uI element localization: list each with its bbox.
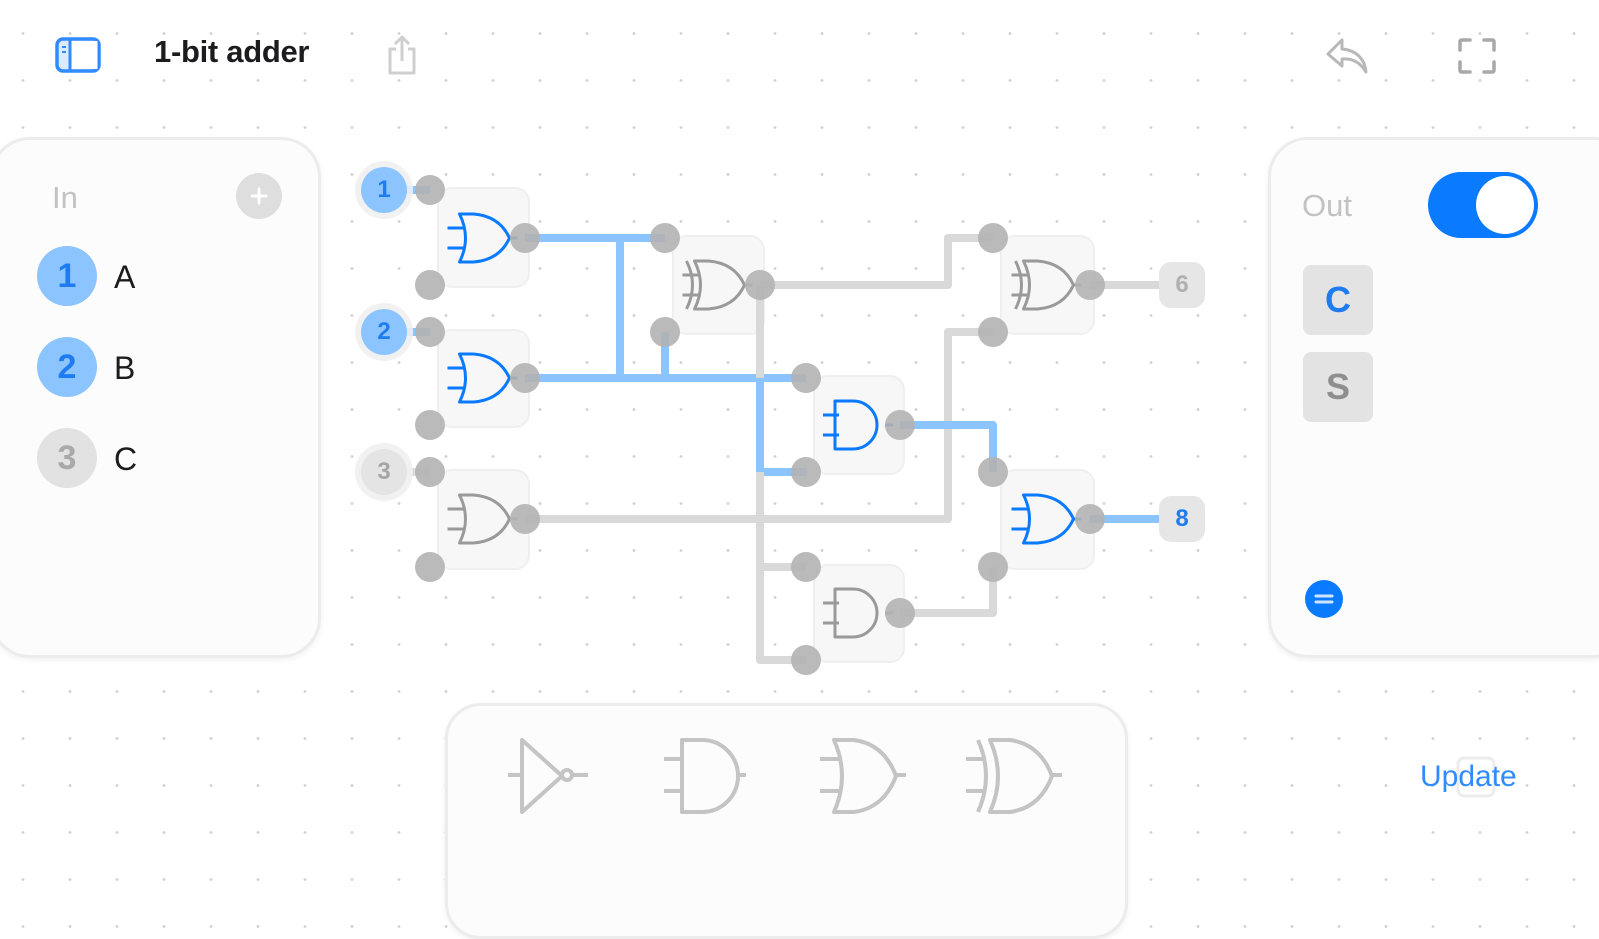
gate-pin[interactable] — [510, 223, 540, 253]
update-button[interactable]: Update — [1420, 760, 1517, 793]
gate-pin[interactable] — [791, 363, 821, 393]
gate-pin[interactable] — [978, 457, 1008, 487]
add-input-button[interactable] — [236, 173, 282, 219]
gate-pin[interactable] — [1075, 504, 1105, 534]
gate-pin[interactable] — [978, 317, 1008, 347]
equals-circle-icon — [1314, 594, 1334, 604]
active-wire — [900, 421, 997, 472]
sidebar-toggle-button[interactable] — [54, 36, 102, 74]
sidebar-toggle-icon — [55, 37, 101, 73]
gate-pin[interactable] — [885, 410, 915, 440]
gate-xor-icon — [1011, 259, 1082, 311]
gate-pin[interactable] — [415, 175, 445, 205]
gate-pin[interactable] — [791, 645, 821, 675]
gate-pin[interactable] — [510, 363, 540, 393]
circuit-canvas[interactable] — [0, 0, 1599, 900]
circuit-input-node-2[interactable]: 2 — [361, 309, 407, 355]
gate-pin[interactable] — [415, 457, 445, 487]
circuit-input-node-1[interactable]: 1 — [361, 167, 407, 213]
circuit-output-node-carry[interactable]: 8 — [1159, 496, 1205, 542]
gate-pin[interactable] — [745, 270, 775, 300]
outputs-panel-title: Out — [1302, 188, 1352, 223]
palette-not-gate-icon[interactable] — [508, 738, 588, 814]
outputs-toggle[interactable] — [1428, 172, 1538, 238]
gate-pin[interactable] — [978, 223, 1008, 253]
document-title[interactable]: 1-bit adder — [154, 34, 310, 69]
outputs-menu-button[interactable] — [1305, 580, 1343, 618]
fullscreen-button[interactable] — [1456, 36, 1498, 76]
inactive-wire — [756, 472, 806, 664]
gate-pin[interactable] — [510, 504, 540, 534]
gate-pin[interactable] — [650, 317, 680, 347]
gate-pin[interactable] — [885, 598, 915, 628]
output-tile-s[interactable]: S — [1303, 352, 1373, 422]
inputs-panel-title: In — [52, 180, 78, 215]
gate-pin[interactable] — [1075, 270, 1105, 300]
gate-pin[interactable] — [978, 552, 1008, 582]
input-label-b[interactable]: B — [114, 350, 136, 386]
chip-icon — [1450, 748, 1502, 806]
share-icon — [388, 35, 416, 75]
gate-xor-icon — [682, 259, 753, 311]
gate-pin[interactable] — [415, 410, 445, 440]
output-tile-c[interactable]: C — [1303, 265, 1373, 335]
circuit-output-node-sum[interactable]: 6 — [1159, 262, 1205, 308]
plus-icon — [250, 187, 268, 205]
gate-pin[interactable] — [415, 270, 445, 300]
input-badge-2[interactable]: 2 — [37, 337, 97, 397]
inactive-wire — [760, 234, 993, 289]
circuit-input-node-3[interactable]: 3 — [361, 449, 407, 495]
gate-pin[interactable] — [791, 457, 821, 487]
share-button[interactable] — [384, 33, 420, 77]
input-badge-1[interactable]: 1 — [37, 246, 97, 306]
gate-pin[interactable] — [415, 317, 445, 347]
toggle-knob — [1476, 176, 1534, 234]
inputs-panel — [0, 137, 321, 658]
fullscreen-icon — [1458, 38, 1496, 74]
palette-xor-gate-icon[interactable] — [966, 738, 1062, 814]
palette-and-gate-icon[interactable] — [664, 738, 746, 814]
gate-pin[interactable] — [791, 552, 821, 582]
input-badge-3[interactable]: 3 — [37, 428, 97, 488]
palette-or-gate-icon[interactable] — [820, 738, 906, 814]
undo-button[interactable] — [1324, 36, 1370, 76]
gate-pin[interactable] — [650, 223, 680, 253]
undo-icon — [1326, 38, 1368, 74]
gate-palette — [445, 703, 1128, 939]
input-label-a[interactable]: A — [114, 259, 136, 295]
input-label-c[interactable]: C — [114, 441, 138, 477]
active-wire — [756, 378, 806, 476]
gate-pin[interactable] — [415, 552, 445, 582]
inactive-wire — [900, 567, 997, 617]
